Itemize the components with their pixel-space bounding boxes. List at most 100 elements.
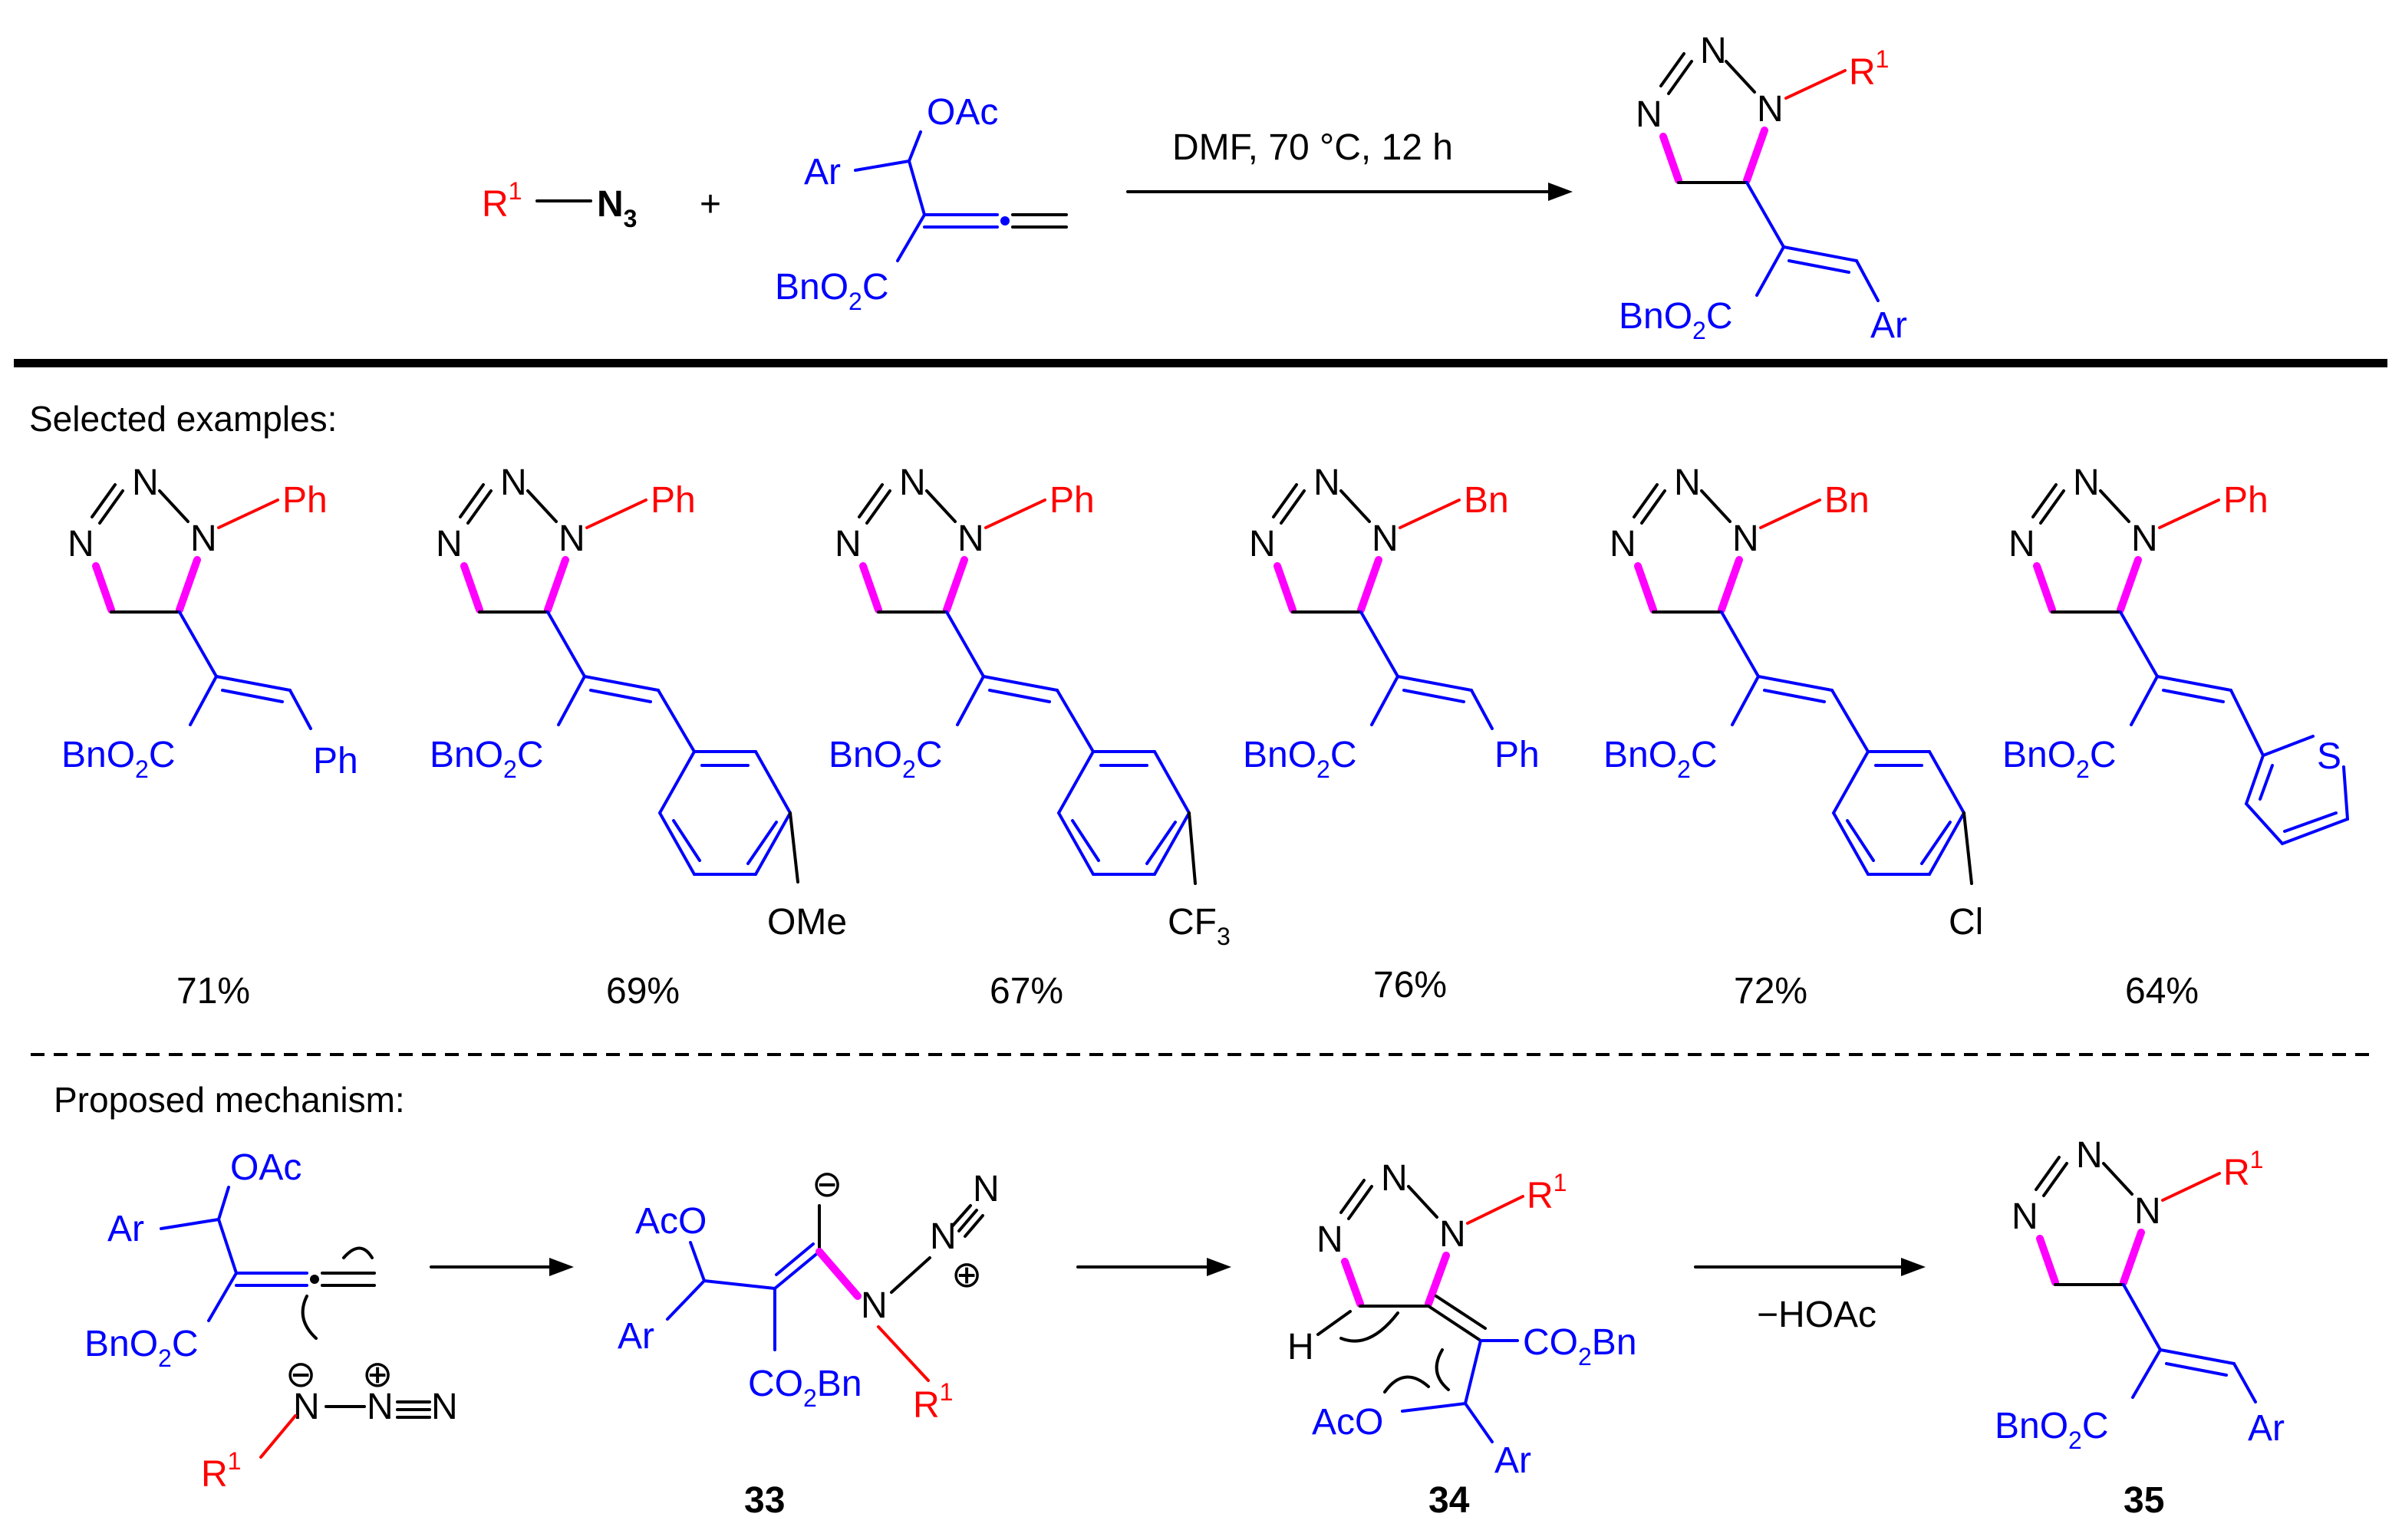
mechanism-heading: Proposed mechanism: <box>54 1080 405 1120</box>
mech-bond <box>964 1214 984 1238</box>
mech34-co2bn-label: CO2Bn <box>1523 1322 1637 1371</box>
side-bond <box>2130 675 2159 726</box>
reagent-ester-label: BnO2C <box>775 267 889 315</box>
mechanism-step-35: N N N R1 BnO2C Ar 35 <box>1995 1135 2285 1521</box>
ex3-n1-label: N <box>957 518 984 559</box>
ring-bond <box>2035 1156 2061 1191</box>
side-bond <box>1757 675 1834 692</box>
mech-bond <box>2131 1348 2162 1399</box>
ring-bond <box>91 483 117 518</box>
para-bond <box>789 811 799 884</box>
mech1-oac-label: OAc <box>230 1147 301 1188</box>
ex6-n3-label: N <box>2008 524 2035 564</box>
mech1-ester-label: BnO2C <box>84 1324 199 1372</box>
thiophene-bond <box>2342 765 2349 821</box>
n-sub-bond <box>1399 499 1461 529</box>
mech-bond <box>957 1209 978 1232</box>
new-bond-highlight <box>2033 562 2056 614</box>
allene-dot <box>1000 216 1010 225</box>
conditions-label: DMF, 70 °C, 12 h <box>1172 127 1453 168</box>
arrowhead <box>1548 183 1573 201</box>
r1-bond <box>2161 1172 2221 1202</box>
ex1-aryl-label: Ph <box>313 741 358 782</box>
mechanism-step-33: AcO Ar ⊖ N N ⊕ N R1 CO2Bn 33 <box>618 1164 1000 1521</box>
ex4-n2-label: N <box>1313 462 1340 503</box>
mech35-n2-label: N <box>2076 1135 2103 1176</box>
electron-arrow <box>1339 1311 1399 1343</box>
ring-bond <box>1667 60 1693 95</box>
mech-bond <box>689 1241 706 1282</box>
benzene-double <box>1071 819 1100 862</box>
side-bond <box>1359 610 1399 678</box>
example-1: N N N Ph BnO2C Ph 71% <box>61 462 358 1012</box>
ex4-yield: 76% <box>1373 965 1447 1005</box>
product-ester-label: BnO2C <box>1619 296 1733 344</box>
benzene-double <box>672 819 701 862</box>
mech33-ar-label: Ar <box>618 1316 654 1357</box>
mech34-h-label: H <box>1287 1327 1314 1367</box>
product-bond <box>1745 181 1785 248</box>
ex2-n1-label: N <box>558 518 585 559</box>
ex5-yield: 72% <box>1734 971 1807 1012</box>
new-bond-highlight <box>2120 1229 2145 1286</box>
side-bond <box>1830 689 1870 753</box>
new-bond-highlight <box>815 1248 862 1300</box>
ex1-n-substituent: Ph <box>282 480 328 521</box>
new-bond-highlight <box>1743 127 1768 184</box>
ex2-n2-label: N <box>500 462 527 503</box>
mech-bond <box>890 1256 931 1294</box>
mech1-plus-charge: ⊕ <box>362 1354 393 1395</box>
mech33-aco-label: AcO <box>635 1201 707 1242</box>
ring-bond <box>1700 489 1731 523</box>
ex2-yield: 69% <box>606 971 680 1012</box>
side-bond <box>189 675 218 726</box>
ring-bond <box>858 483 884 518</box>
ring-bond <box>1659 52 1685 87</box>
example-6: N N N Ph BnO2C S 64% <box>2002 462 2349 1012</box>
ex6-n2-label: N <box>2073 462 2100 503</box>
benzene-ring <box>1056 750 1191 876</box>
side-bond <box>945 610 985 678</box>
reagent-ar-label: Ar <box>804 152 841 192</box>
side-bond <box>288 689 312 730</box>
ex3-ester-label: BnO2C <box>829 735 943 783</box>
azide-r-label: R1 <box>482 177 522 225</box>
thiophene-bond <box>2245 802 2284 845</box>
side-bond <box>2229 689 2265 757</box>
ex5-n3-label: N <box>1610 524 1636 564</box>
product-r1-label: R1 <box>1849 45 1889 93</box>
side-bond <box>982 675 1059 692</box>
product-n2-label: N <box>1700 31 1727 71</box>
mech33-n-label: N <box>973 1169 1000 1209</box>
ex4-n3-label: N <box>1249 524 1276 564</box>
thiophene-bond <box>2245 754 2265 805</box>
mech-bond <box>217 1218 238 1275</box>
electron-arrow <box>1383 1375 1430 1394</box>
new-bond-highlight <box>176 556 201 614</box>
new-bond-highlight <box>1659 133 1682 184</box>
product-n1-label: N <box>1757 89 1784 130</box>
ring-bond <box>1407 1185 1438 1219</box>
example-4: N N N Bn BnO2C Ph 76% <box>1243 462 1540 1005</box>
ex6-n1-label: N <box>2131 518 2158 559</box>
mech34-aco-label: AcO <box>1312 1402 1383 1443</box>
arrowhead <box>1901 1258 1926 1276</box>
side-bond <box>988 689 1051 703</box>
ring-bond <box>1640 489 1666 525</box>
thiophene-double <box>2259 764 2274 801</box>
mech33-co2bn-label: CO2Bn <box>748 1364 862 1412</box>
thiophene-double <box>2283 811 2338 833</box>
mech1-minus-charge: ⊖ <box>285 1354 316 1395</box>
ring-bond <box>1347 1185 1373 1220</box>
ring-bond <box>2102 1162 2133 1196</box>
ex6-thiophene-s-label: S <box>2317 736 2341 777</box>
benzene-double <box>1920 821 1952 865</box>
allene-dot <box>310 1275 319 1284</box>
new-bond-highlight <box>1273 562 1297 614</box>
compound-35-label: 35 <box>2124 1480 2164 1521</box>
side-bond <box>1720 610 1760 678</box>
benzene-double <box>1145 821 1177 865</box>
side-bond <box>557 675 586 726</box>
side-bond <box>221 689 284 703</box>
